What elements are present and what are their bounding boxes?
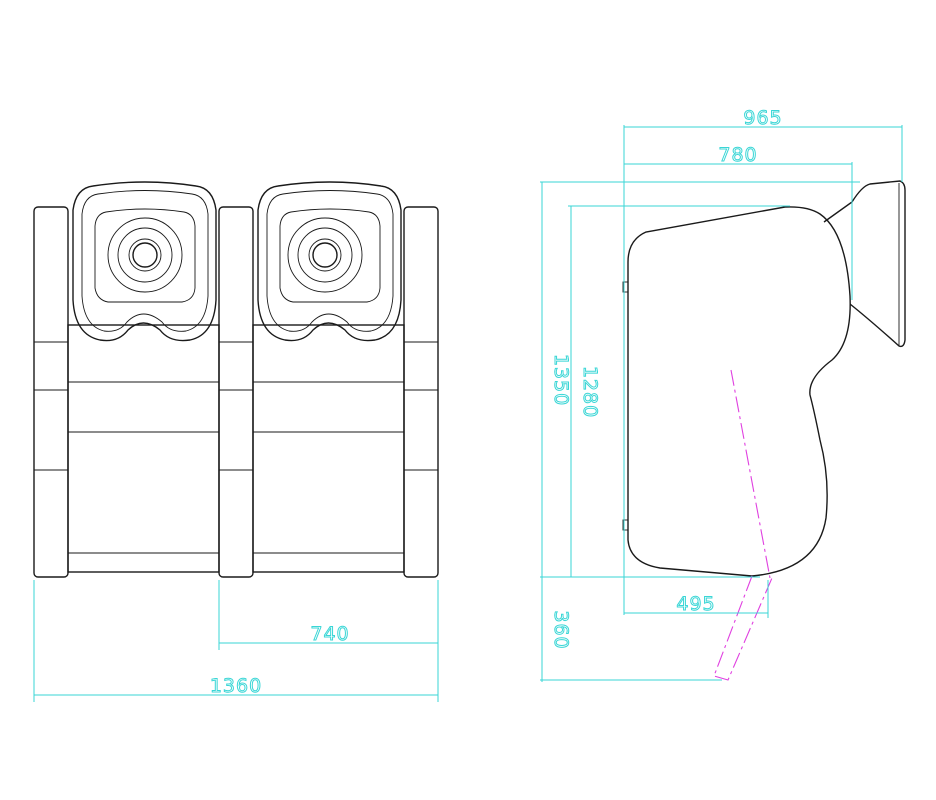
speaker-ring-icon — [107, 217, 183, 293]
front-view: 740 1360 — [33, 181, 439, 702]
armrest-right — [403, 206, 439, 578]
dim-label-965: 965 — [743, 107, 782, 129]
dim-label-1360: 1360 — [210, 675, 262, 697]
dim-label-360: 360 — [550, 610, 572, 649]
dim-side-body-height: 1280 — [568, 205, 790, 577]
dim-front-unit-width: 740 — [218, 580, 439, 702]
dim-side-base-depth: 495 — [624, 580, 769, 618]
dim-side-body-depth: 780 — [624, 144, 853, 300]
armrest-left — [33, 206, 69, 578]
dim-label-1350: 1350 — [550, 354, 572, 406]
side-view: 965 780 1350 1280 495 360 — [540, 107, 906, 682]
armrest-middle — [218, 206, 254, 578]
headrest-right — [257, 181, 402, 342]
legrest-extended — [713, 575, 773, 681]
dim-side-recline-drop: 360 — [540, 610, 722, 681]
seat-body-right — [252, 324, 405, 573]
dim-side-overall-depth: 965 — [623, 107, 903, 615]
dim-label-1280: 1280 — [579, 366, 601, 418]
dim-label-740: 740 — [310, 623, 349, 645]
speaker-ring-icon — [287, 217, 363, 293]
side-speaker-cone — [823, 180, 906, 348]
dim-side-overall-height: 1350 — [540, 181, 860, 682]
recline-axis — [730, 369, 771, 579]
side-body-outline — [627, 206, 851, 577]
dim-front-total-width: 1360 — [33, 580, 438, 702]
dim-label-495: 495 — [676, 593, 715, 615]
seat-body-left — [67, 324, 220, 573]
dim-label-780: 780 — [718, 144, 757, 166]
headrest-left — [72, 181, 217, 342]
